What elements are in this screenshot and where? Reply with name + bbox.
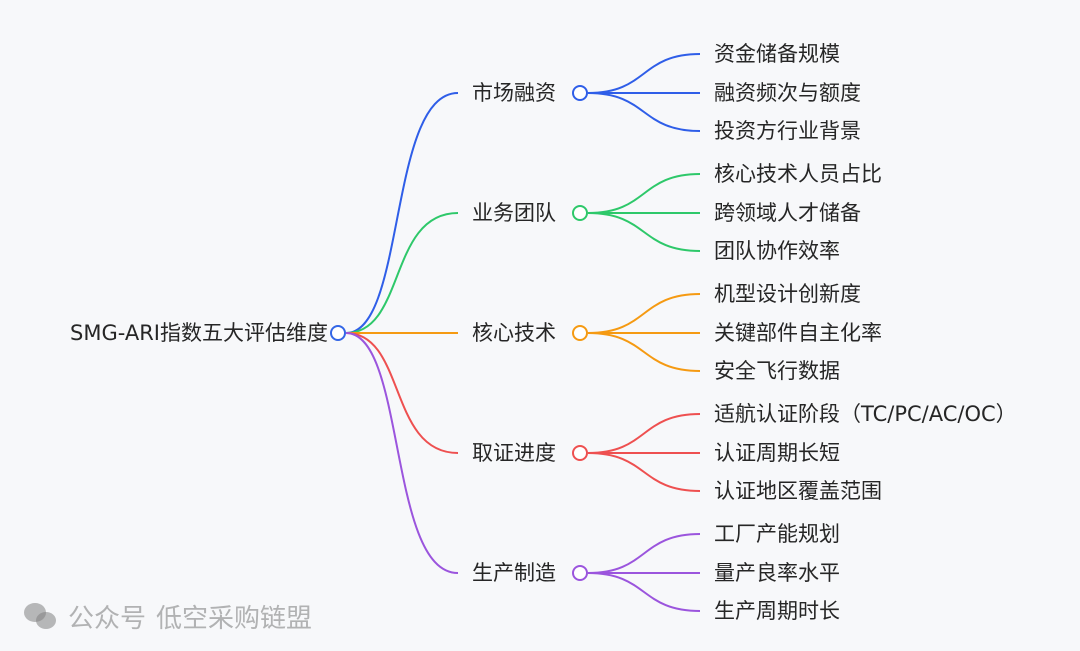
wechat-icon bbox=[24, 602, 58, 631]
branch-collapse-toggle[interactable] bbox=[572, 565, 588, 581]
leaf-node-label[interactable]: 适航认证阶段（TC/PC/AC/OC） bbox=[714, 402, 1017, 426]
leaf-node-label[interactable]: 融资频次与额度 bbox=[714, 81, 861, 105]
leaf-node-label[interactable]: 机型设计创新度 bbox=[714, 282, 861, 306]
branch-collapse-toggle[interactable] bbox=[572, 445, 588, 461]
leaf-connector bbox=[587, 173, 701, 214]
leaf-node-label[interactable]: 跨领域人才储备 bbox=[714, 201, 861, 225]
branch-node-label[interactable]: 业务团队 bbox=[472, 201, 556, 225]
branch-connector bbox=[345, 212, 459, 334]
leaf-connector bbox=[587, 332, 701, 372]
branch-collapse-toggle[interactable] bbox=[572, 205, 588, 221]
leaf-connector bbox=[587, 92, 701, 132]
branch-collapse-toggle[interactable] bbox=[572, 85, 588, 101]
watermark-prefix: 公众号 bbox=[68, 604, 147, 634]
leaf-connector bbox=[587, 572, 701, 612]
leaf-node-label[interactable]: 团队协作效率 bbox=[714, 239, 840, 263]
leaf-node-label[interactable]: 生产周期时长 bbox=[714, 599, 840, 623]
leaf-node-label[interactable]: 关键部件自主化率 bbox=[714, 321, 882, 345]
leaf-connector bbox=[587, 533, 701, 574]
branch-node-label[interactable]: 生产制造 bbox=[472, 561, 556, 585]
leaf-connector bbox=[587, 293, 701, 334]
leaf-connector bbox=[587, 53, 701, 94]
leaf-connector bbox=[587, 413, 701, 454]
branch-connector bbox=[345, 92, 459, 334]
watermark-name: 低空采购链盟 bbox=[156, 604, 313, 634]
leaf-node-label[interactable]: 核心技术人员占比 bbox=[714, 162, 882, 186]
leaf-connector bbox=[587, 452, 701, 492]
branch-node-label[interactable]: 核心技术 bbox=[472, 321, 556, 345]
leaf-node-label[interactable]: 资金储备规模 bbox=[714, 42, 840, 66]
leaf-node-label[interactable]: 认证地区覆盖范围 bbox=[714, 479, 882, 503]
branch-connector bbox=[345, 332, 459, 574]
branch-connector bbox=[345, 332, 459, 454]
leaf-node-label[interactable]: 投资方行业背景 bbox=[714, 119, 861, 143]
leaf-connector bbox=[587, 212, 701, 252]
leaf-node-label[interactable]: 量产良率水平 bbox=[714, 561, 840, 585]
root-node-label[interactable]: SMG-ARI指数五大评估维度 bbox=[70, 321, 328, 345]
branch-collapse-toggle[interactable] bbox=[572, 325, 588, 341]
branch-node-label[interactable]: 取证进度 bbox=[472, 441, 556, 465]
leaf-node-label[interactable]: 工厂产能规划 bbox=[714, 522, 840, 546]
leaf-node-label[interactable]: 安全飞行数据 bbox=[714, 359, 840, 383]
watermark: 公众号 低空采购链盟 bbox=[24, 598, 312, 635]
root-collapse-toggle[interactable] bbox=[330, 325, 346, 341]
branch-node-label[interactable]: 市场融资 bbox=[472, 81, 556, 105]
leaf-node-label[interactable]: 认证周期长短 bbox=[714, 441, 840, 465]
